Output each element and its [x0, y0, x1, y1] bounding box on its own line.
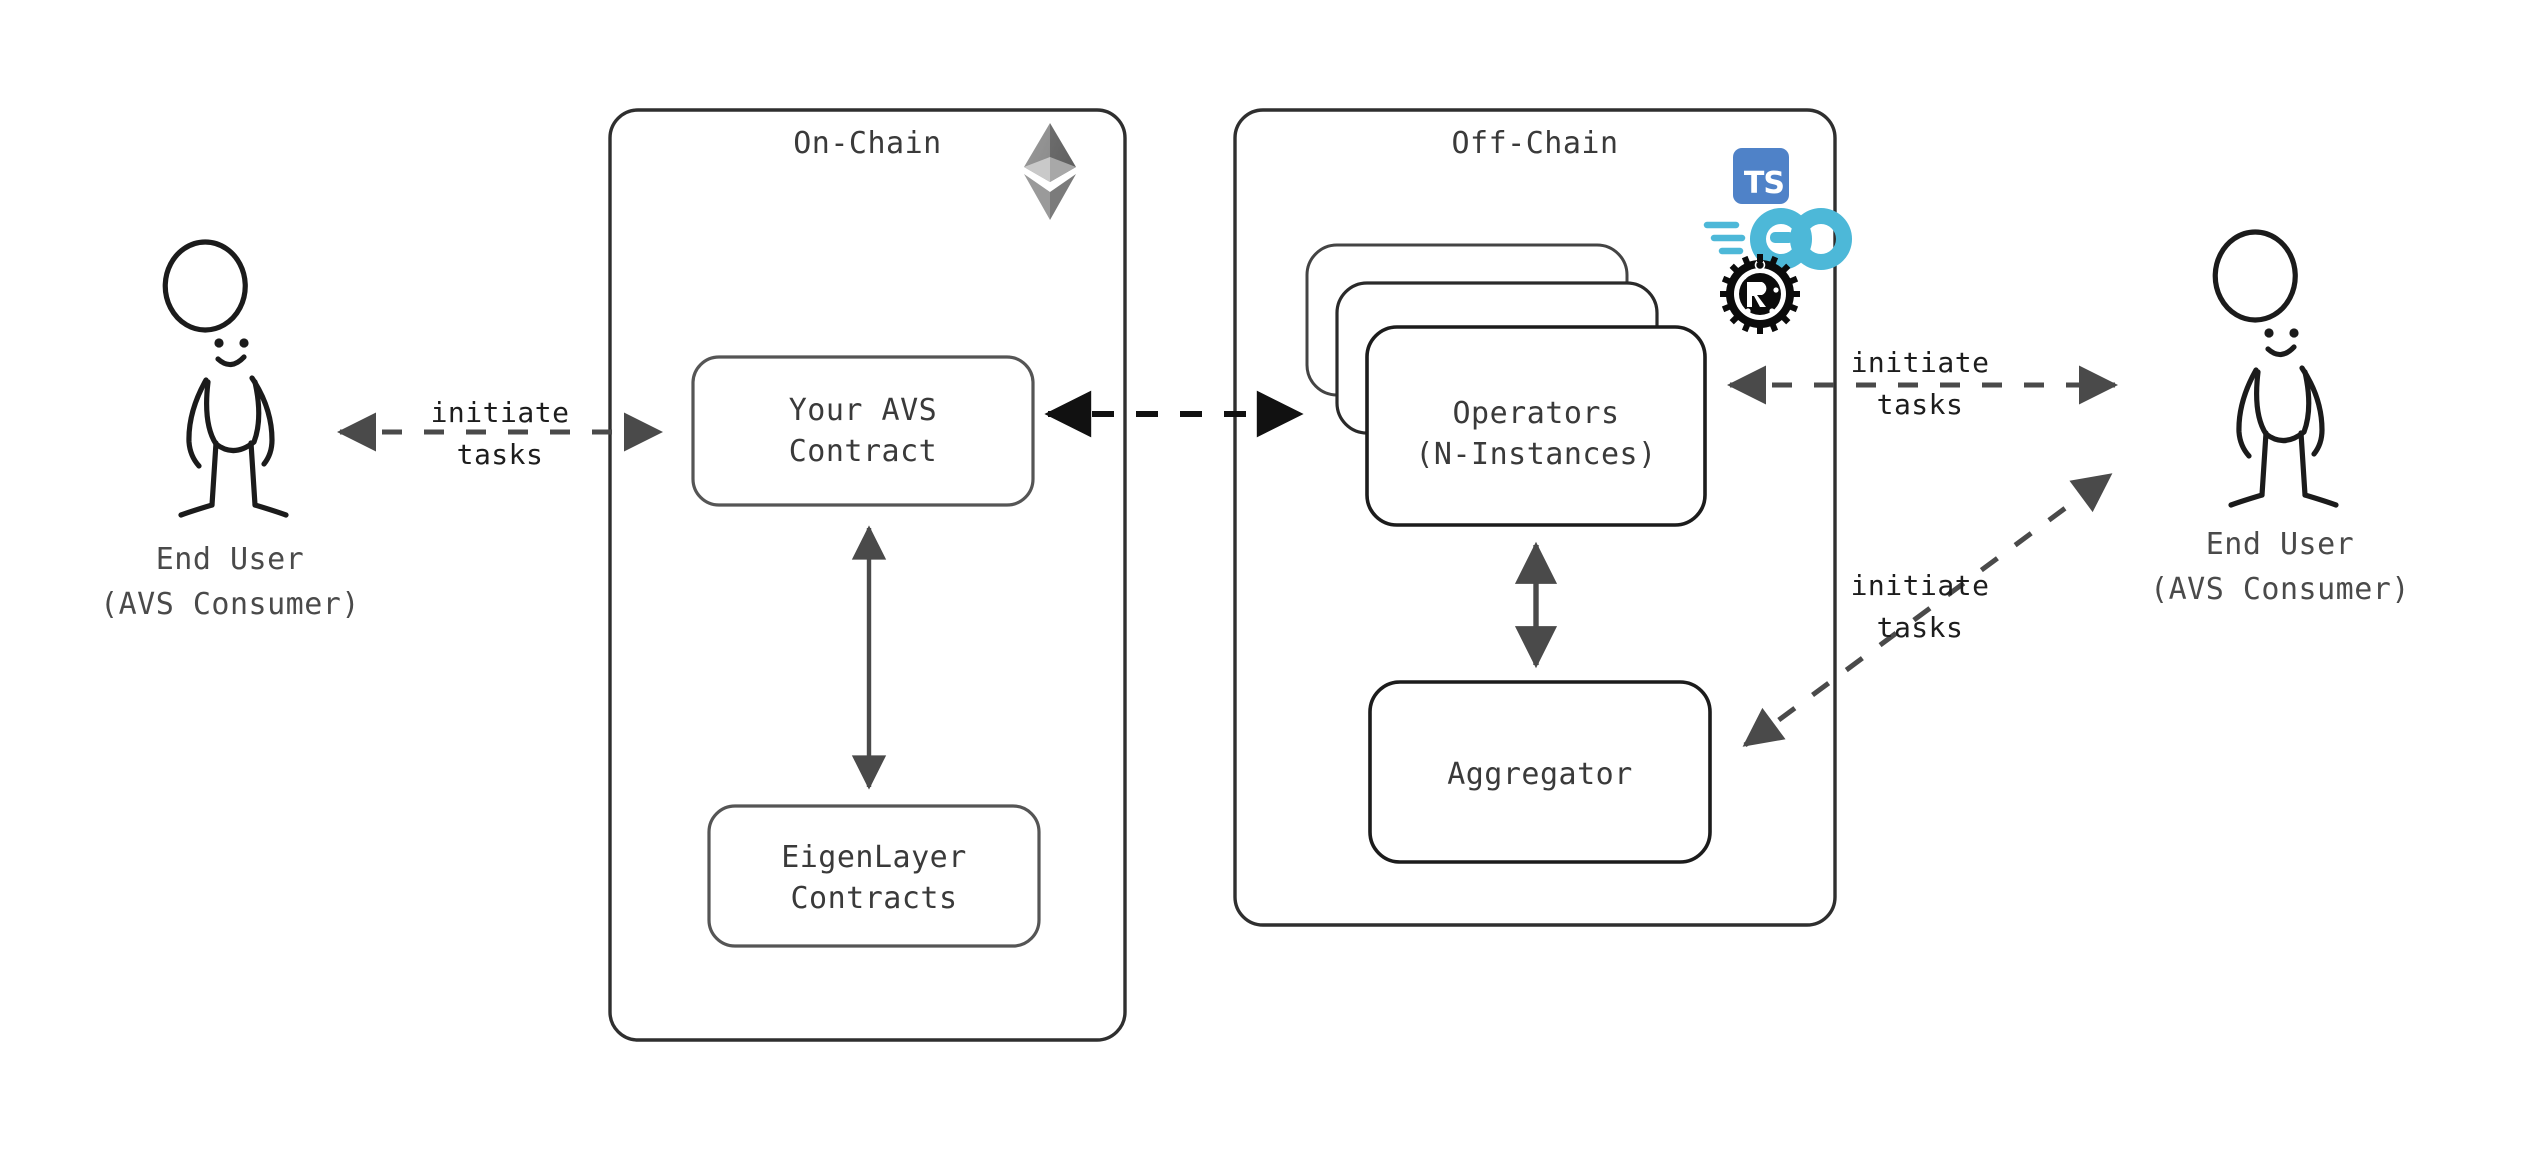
actor-label-end-user-left-line2: (AVS Consumer) — [100, 587, 360, 622]
node-your-avs-contract[interactable] — [691, 355, 1035, 507]
actor-label-end-user-left-line1: End User — [155, 542, 305, 577]
typescript-logo-text: TS — [1743, 166, 1785, 201]
edge-label-operators-to-user-line1: initiate — [1850, 346, 1990, 379]
typescript-logo: TS — [1733, 148, 1789, 204]
node-label-aggregator: Aggregator — [1447, 757, 1633, 792]
edge-label-user-to-avs-line1: initiate — [430, 396, 570, 429]
node-label-eigenlayer-contracts-line2: Contracts — [790, 881, 958, 916]
group-title-on-chain: On-Chain — [793, 126, 942, 161]
ethereum-logo — [1024, 123, 1076, 220]
rust-logo — [1720, 254, 1800, 334]
node-label-operators-line2: (N-Instances) — [1415, 437, 1657, 472]
edge-label-user-to-avs-line2: tasks — [456, 438, 544, 471]
edge-label-aggregator-to-user-line2: tasks — [1876, 611, 1964, 644]
node-label-your-avs-contract-line2: Contract — [788, 434, 938, 469]
edge-label-aggregator-to-user-line1: initiate — [1850, 569, 1990, 602]
node-label-your-avs-contract-line1: Your AVS — [788, 393, 938, 428]
golang-logo — [1703, 208, 1853, 270]
edge-label-operators-to-user-line2: tasks — [1876, 388, 1964, 421]
actor-end-user-right — [2212, 229, 2339, 508]
node-label-eigenlayer-contracts-line1: EigenLayer — [781, 840, 967, 875]
node-label-operators-line1: Operators — [1452, 396, 1620, 431]
actor-label-end-user-right-line1: End User — [2205, 527, 2355, 562]
edge-aggregator-to-user — [1742, 472, 2113, 748]
actor-end-user-left — [162, 239, 289, 518]
actor-label-end-user-right-line2: (AVS Consumer) — [2150, 572, 2410, 607]
node-aggregator[interactable] — [1368, 680, 1712, 864]
node-eigenlayer-contracts[interactable] — [707, 804, 1041, 948]
group-title-off-chain: Off-Chain — [1451, 126, 1619, 161]
node-operators[interactable] — [1365, 325, 1707, 527]
